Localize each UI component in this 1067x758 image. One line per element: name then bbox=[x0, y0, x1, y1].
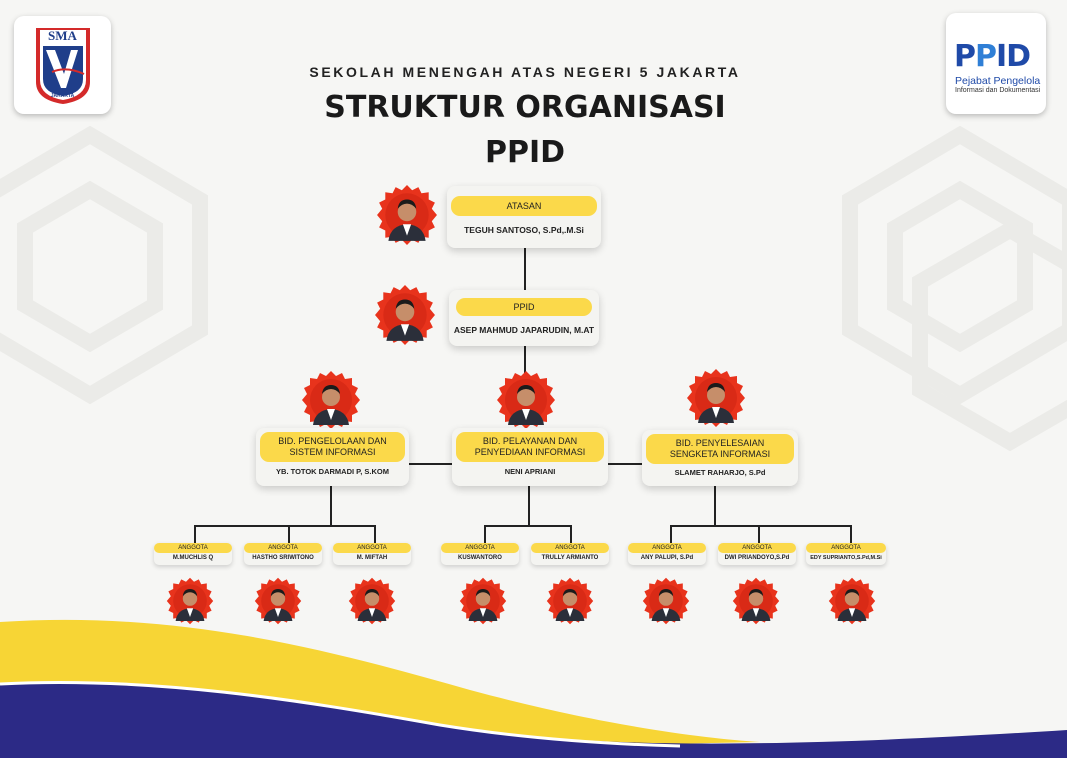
member-role: ANGGOTA bbox=[718, 543, 796, 553]
connector-line bbox=[374, 525, 376, 544]
member-name: DWI PRIANDOYO,S.Pd bbox=[724, 555, 790, 561]
ppid-card: PPID ASEP MAHMUD JAPARUDIN, M.AT bbox=[449, 290, 599, 346]
member-photo bbox=[732, 577, 780, 625]
member-photo bbox=[828, 577, 876, 625]
division-role-pill: BID. PENGELOLAAN DAN SISTEM INFORMASI bbox=[260, 432, 405, 462]
connector-line bbox=[484, 525, 486, 544]
ppid-name: ASEP MAHMUD JAPARUDIN, M.AT bbox=[453, 325, 595, 335]
connector-line bbox=[758, 525, 760, 544]
ppid-photo bbox=[374, 284, 436, 346]
division-photo bbox=[496, 370, 556, 430]
member-name: ANY PALUPI, S.Pd bbox=[640, 555, 694, 561]
sma-logo-bottom-text: JAKARTA bbox=[50, 93, 75, 99]
member-role: ANGGOTA bbox=[531, 543, 609, 553]
member-card: ANGGOTA M. MIFTAH bbox=[333, 543, 411, 565]
connector-line bbox=[524, 346, 526, 376]
connector-line bbox=[714, 486, 716, 526]
member-photo bbox=[254, 577, 302, 625]
member-photo bbox=[348, 577, 396, 625]
ppid-logo-card: PPID Pejabat Pengelola Informasi dan Dok… bbox=[946, 13, 1046, 114]
division-role-pill: BID. PENYELESAIAN SENGKETA INFORMASI bbox=[646, 434, 794, 464]
member-role: ANGGOTA bbox=[333, 543, 411, 553]
member-card: ANGGOTA KUSWANTORO bbox=[441, 543, 519, 565]
member-name: TRULLY ARMIANTO bbox=[541, 555, 599, 561]
member-name: KUSWANTORO bbox=[458, 555, 502, 561]
connector-line bbox=[606, 463, 650, 465]
member-role: ANGGOTA bbox=[806, 543, 886, 553]
member-card: ANGGOTA ANY PALUPI, S.Pd bbox=[628, 543, 706, 565]
member-card: ANGGOTA DWI PRIANDOYO,S.Pd bbox=[718, 543, 796, 565]
connector-line bbox=[330, 486, 332, 526]
division-head-name: NENI APRIANI bbox=[504, 467, 556, 476]
ppid-role-pill: PPID bbox=[456, 298, 592, 316]
member-card: ANGGOTA M.MUCHLIS Q bbox=[154, 543, 232, 565]
atasan-photo bbox=[376, 184, 438, 246]
connector-line bbox=[528, 486, 530, 526]
ppid-logo-subtitle2: Informasi dan Dokumentasi bbox=[955, 87, 1041, 94]
sma-logo-card: SMA NEGERI JAKARTA bbox=[14, 16, 111, 114]
atasan-role-pill: ATASAN bbox=[451, 196, 597, 216]
connector-line bbox=[670, 525, 852, 527]
member-name: EDY SUPRIANTO,S.Pd,M.Si bbox=[810, 555, 882, 561]
member-role: ANGGOTA bbox=[244, 543, 322, 553]
member-name: HASTHO SRIWITONO bbox=[252, 555, 314, 561]
member-card: ANGGOTA EDY SUPRIANTO,S.Pd,M.Si bbox=[806, 543, 886, 565]
member-photo bbox=[642, 577, 690, 625]
member-photo bbox=[166, 577, 214, 625]
sma-logo-ring-text: NEGERI bbox=[66, 42, 86, 48]
member-card: ANGGOTA TRULLY ARMIANTO bbox=[531, 543, 609, 565]
page-title: STRUKTUR ORGANISASI bbox=[324, 90, 726, 125]
connector-line bbox=[524, 248, 526, 296]
connector-line bbox=[850, 525, 852, 544]
connector-line bbox=[484, 525, 572, 527]
connector-line bbox=[194, 525, 196, 544]
member-name: M. MIFTAH bbox=[356, 555, 388, 561]
member-name: M.MUCHLIS Q bbox=[172, 555, 214, 561]
division-photo bbox=[301, 370, 361, 430]
connector-line bbox=[670, 525, 672, 544]
division-card: BID. PELAYANAN DAN PENYEDIAAN INFORMASI … bbox=[452, 428, 608, 486]
ppid-logo-subtitle: Pejabat Pengelola bbox=[955, 75, 1041, 87]
member-role: ANGGOTA bbox=[628, 543, 706, 553]
member-photo bbox=[546, 577, 594, 625]
member-photo bbox=[459, 577, 507, 625]
division-photo bbox=[686, 368, 746, 428]
connector-line bbox=[194, 525, 376, 527]
atasan-card: ATASAN TEGUH SANTOSO, S.Pd,.M.Si bbox=[447, 186, 601, 248]
member-card: ANGGOTA HASTHO SRIWITONO bbox=[244, 543, 322, 565]
division-role-pill: BID. PELAYANAN DAN PENYEDIAAN INFORMASI bbox=[456, 432, 604, 462]
member-role: ANGGOTA bbox=[154, 543, 232, 553]
division-card: BID. PENGELOLAAN DAN SISTEM INFORMASI YB… bbox=[256, 428, 409, 486]
connector-line bbox=[288, 525, 290, 544]
division-head-name: YB. TOTOK DARMADI P, S.KOM bbox=[276, 467, 389, 476]
atasan-name: TEGUH SANTOSO, S.Pd,.M.Si bbox=[464, 225, 584, 235]
connector-line bbox=[570, 525, 572, 544]
ppid-logo-word: PPID bbox=[954, 39, 1031, 74]
division-card: BID. PENYELESAIAN SENGKETA INFORMASI SLA… bbox=[642, 430, 798, 486]
sma-emblem-icon bbox=[36, 28, 90, 104]
page-subtitle: PPID bbox=[484, 135, 566, 170]
school-name: SEKOLAH MENENGAH ATAS NEGERI 5 JAKARTA bbox=[309, 64, 741, 80]
connector-line bbox=[406, 463, 460, 465]
division-head-name: SLAMET RAHARJO, S.Pd bbox=[674, 468, 766, 477]
sma-logo-text: SMA bbox=[48, 28, 77, 43]
member-role: ANGGOTA bbox=[441, 543, 519, 553]
